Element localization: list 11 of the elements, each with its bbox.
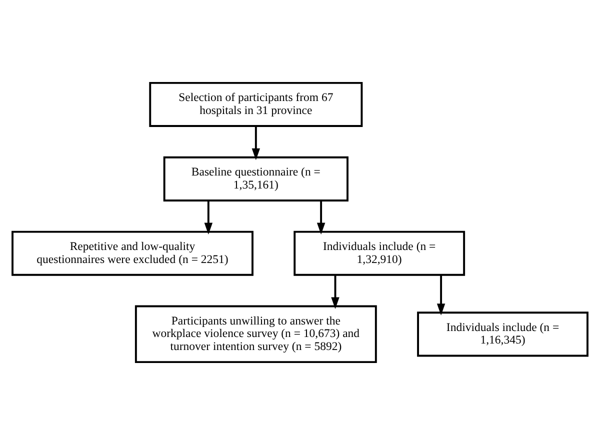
node-box: Selection of participants from 67 hospitals in 31 province	[149, 82, 363, 127]
arrow	[436, 275, 446, 316]
node-box: Participants unwilling to answer the workplace violence survey (n = 10,673) and turnover intention survey (n = 5892)	[134, 305, 377, 364]
node-box: Repetitive and low-quality questionnaires were excluded (n = 2251)	[12, 230, 254, 276]
arrow	[252, 126, 260, 160]
node-box: Baseline questionnaire (n = 1,35,161)	[163, 156, 348, 202]
arrow	[331, 275, 340, 310]
arrow	[204, 200, 213, 235]
node-box: Individuals include (n = 1,16,345)	[417, 312, 588, 357]
arrow	[316, 200, 326, 235]
node-box: Individuals include (n = 1,32,910)	[294, 230, 466, 276]
